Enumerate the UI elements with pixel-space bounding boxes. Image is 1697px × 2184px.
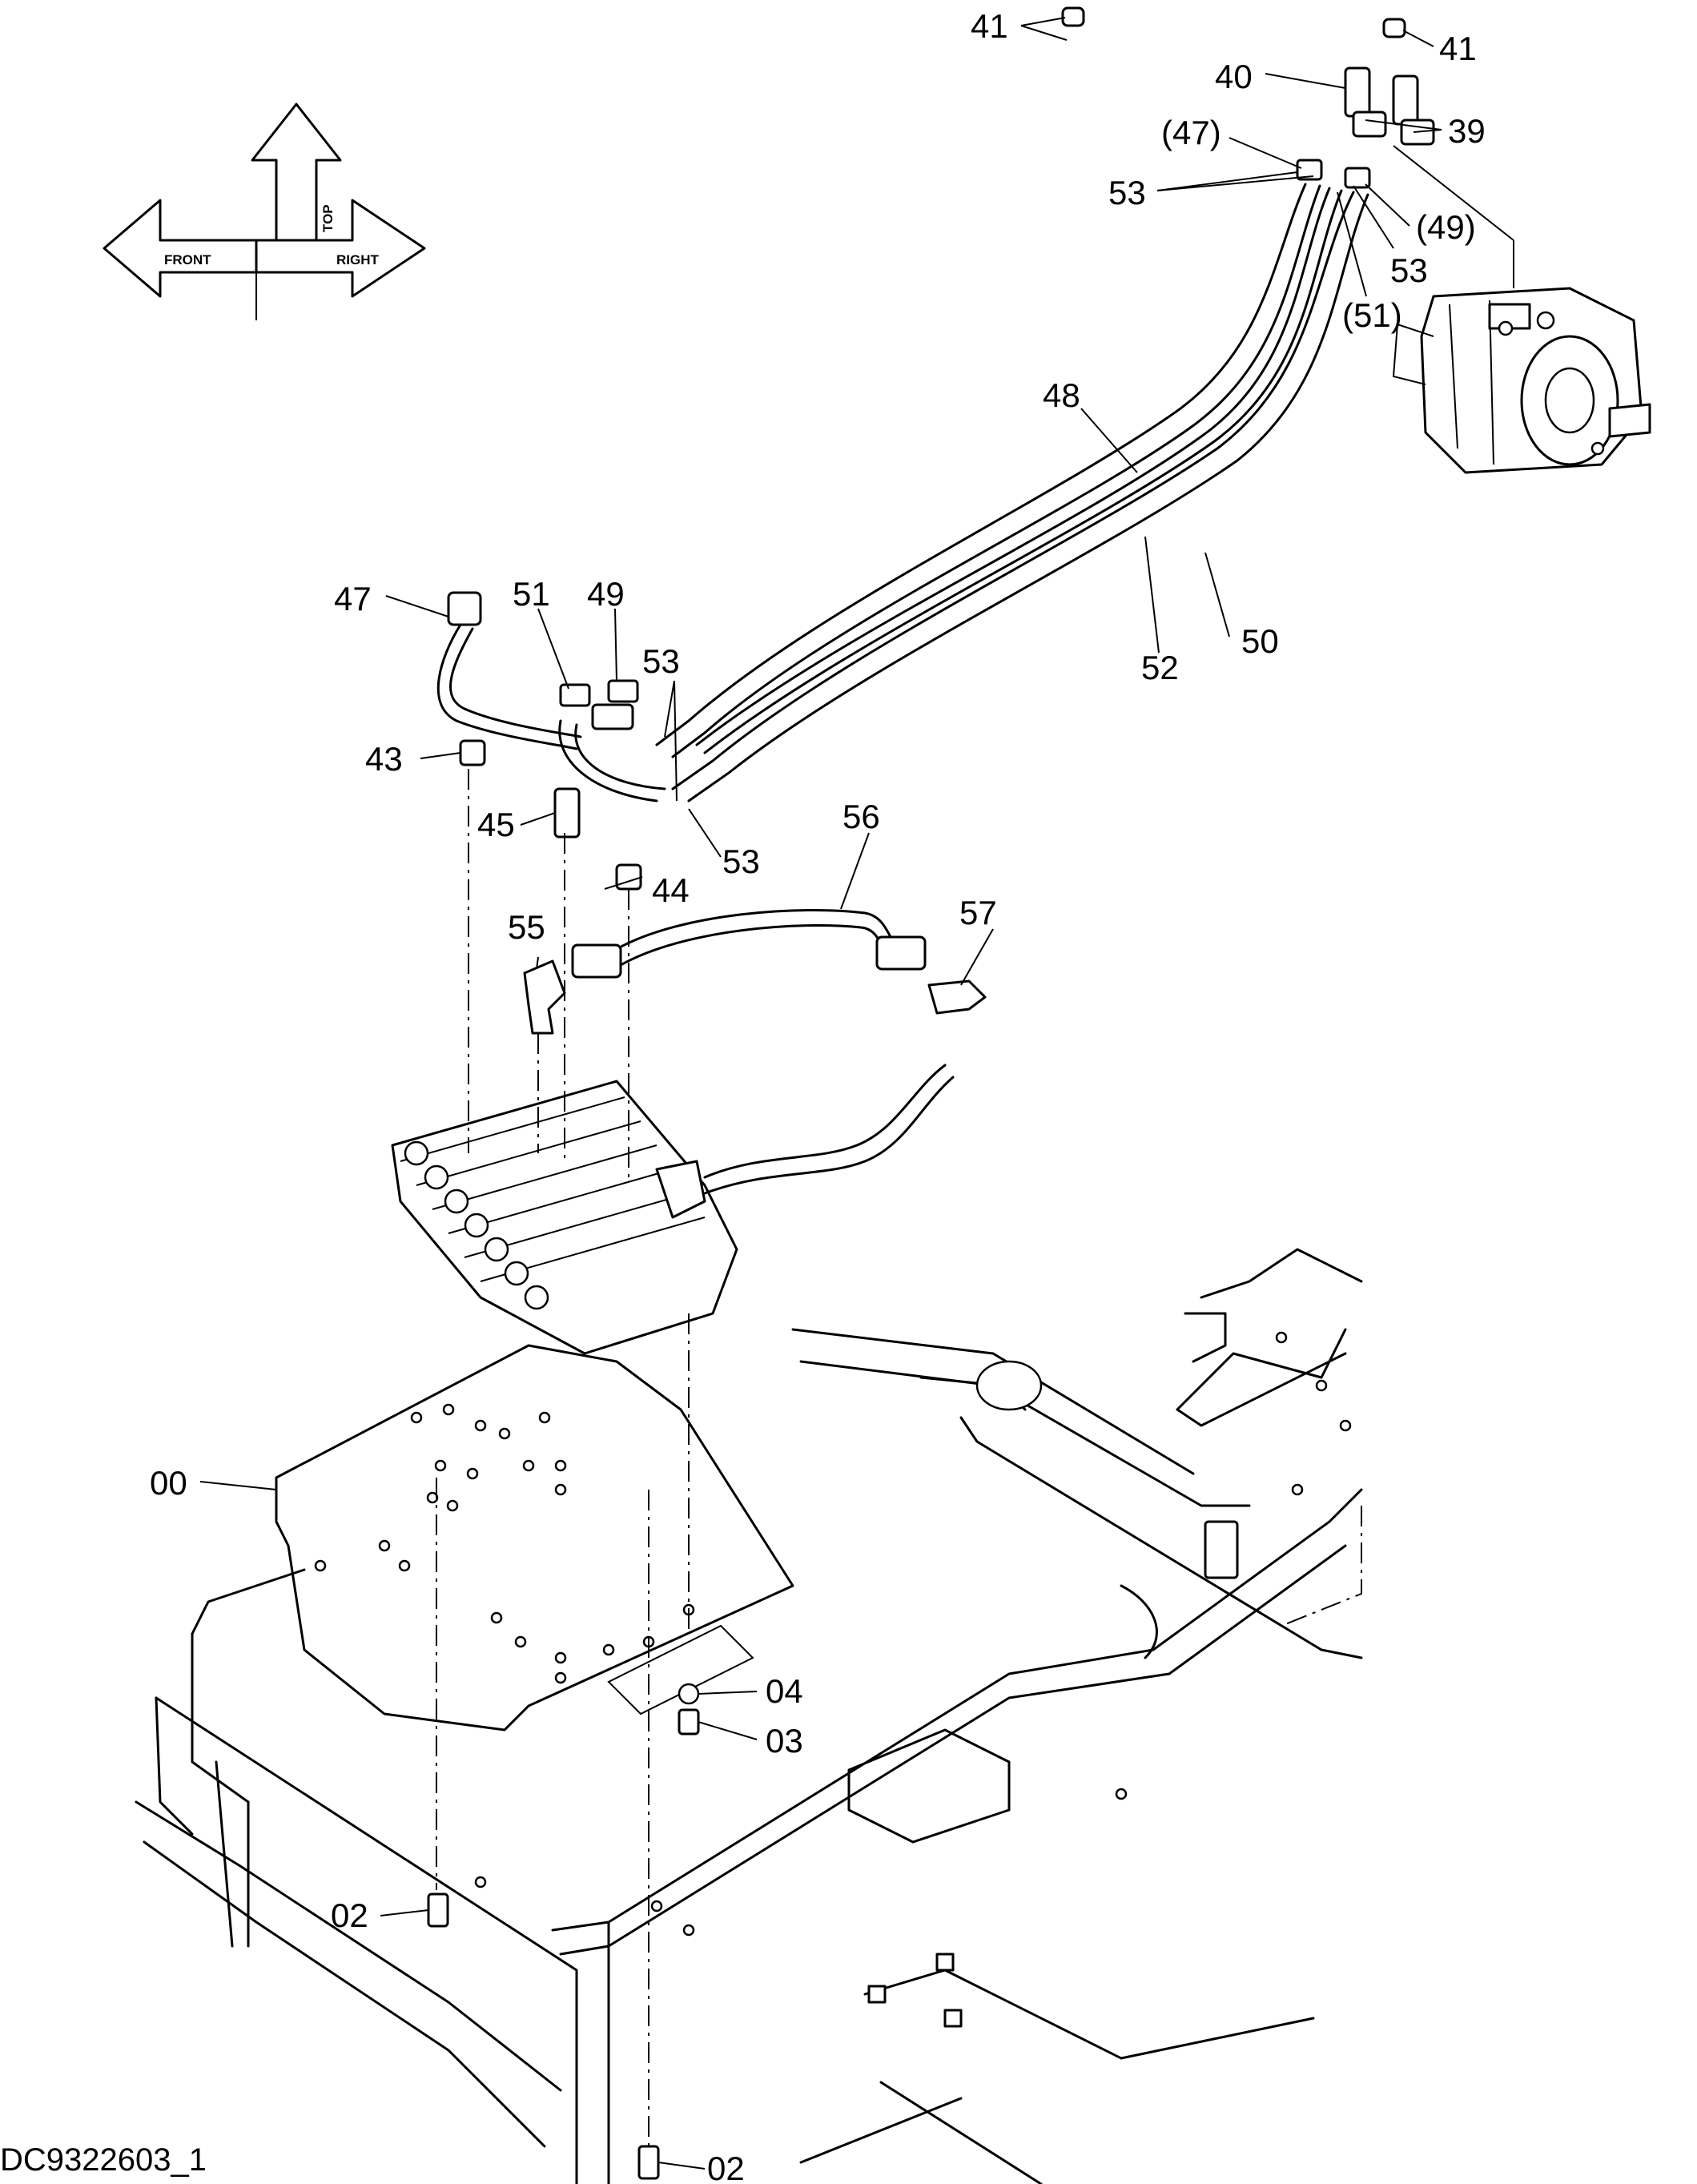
callout-52: 52 [1141, 649, 1179, 686]
callout-03: 03 [766, 1722, 803, 1760]
callout-51: 51 [513, 575, 550, 613]
callout-55: 55 [508, 908, 545, 946]
leader-lines [199, 17, 1442, 2170]
callout-47: 47 [334, 580, 372, 617]
orientation-glyph: TOP FRONT RIGHT [103, 103, 426, 320]
control-valve [391, 1064, 955, 1355]
callout-53-middle: 53 [642, 642, 680, 680]
callout-53-lower: 53 [722, 843, 760, 880]
callout-39: 39 [1448, 112, 1486, 150]
hose-56 [571, 908, 927, 979]
fitting-57 [927, 979, 987, 1015]
callout-50: 50 [1241, 622, 1279, 660]
pump-leader [1393, 145, 1514, 241]
washer-04 [678, 1683, 700, 1705]
callout-labels: 41 41 40 39 (47) 53 (49) 53 (51) 48 52 5… [150, 7, 1486, 2184]
callout-02-lower: 02 [707, 2150, 745, 2184]
orientation-right-label: RIGHT [336, 252, 380, 267]
callout-49: 49 [587, 575, 625, 613]
callout-41-right: 41 [1439, 30, 1477, 67]
bolt-02-upper [427, 1892, 449, 1928]
assembly-centerlines [436, 769, 1362, 2178]
callout-53-upper-left: 53 [1108, 174, 1146, 211]
left-fittings [436, 591, 666, 802]
drawing-id: DC9322603_1 [0, 2142, 207, 2178]
callout-04: 04 [766, 1672, 803, 1710]
machine-frame [135, 1248, 1363, 2184]
callout-47-ref: (47) [1161, 114, 1221, 151]
top-fittings [1061, 6, 1435, 189]
callout-02-upper: 02 [331, 1896, 368, 1934]
callout-48: 48 [1043, 376, 1080, 414]
callout-53-upper-right: 53 [1390, 251, 1428, 289]
floor-plate [275, 1344, 794, 1732]
callout-57: 57 [959, 894, 997, 931]
callout-49-ref: (49) [1416, 208, 1476, 246]
callout-41-left: 41 [971, 7, 1008, 45]
fitting-44 [615, 863, 642, 891]
hydraulic-pump [1392, 240, 1651, 474]
callout-44: 44 [652, 871, 690, 909]
fitting-45 [553, 787, 581, 839]
bolt-02-lower [637, 2145, 660, 2180]
callout-00: 00 [150, 1464, 187, 1502]
callout-56: 56 [842, 798, 880, 835]
callout-45: 45 [477, 806, 515, 843]
hose-bundle [655, 183, 1369, 802]
callout-40: 40 [1215, 58, 1253, 95]
fitting-43 [459, 739, 486, 766]
fitting-55 [523, 959, 566, 1035]
bolt-03 [678, 1708, 700, 1736]
callout-51-ref: (51) [1342, 296, 1402, 334]
orientation-front-label: FRONT [164, 252, 211, 267]
callout-43: 43 [365, 740, 403, 778]
orientation-top-label: TOP [320, 204, 336, 232]
